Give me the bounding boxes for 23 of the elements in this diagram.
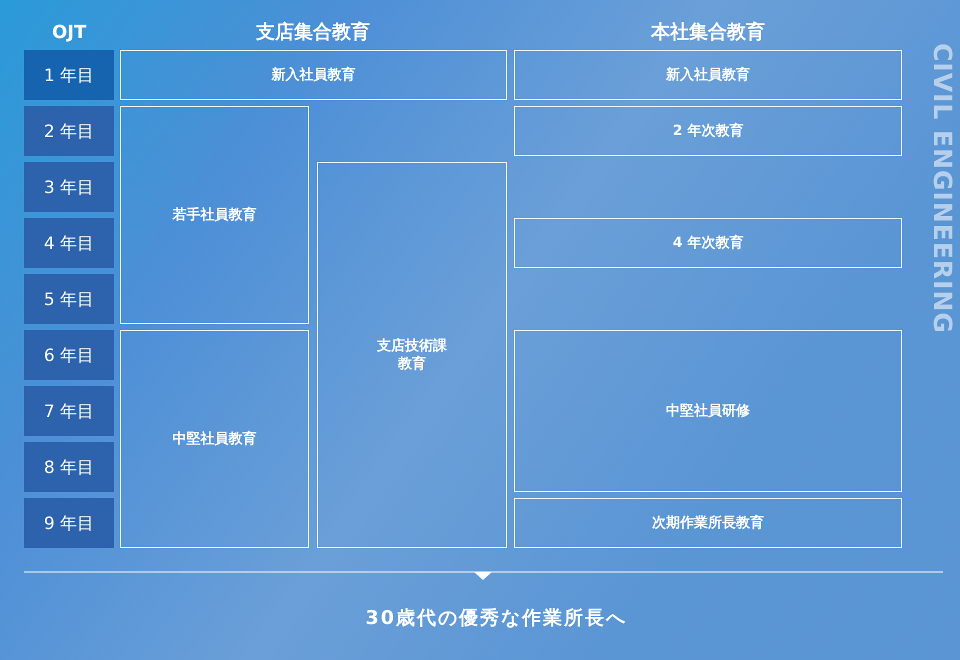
course-box: 中堅社員研修 — [514, 330, 902, 492]
year-box: 6 年目 — [24, 330, 114, 380]
year-box: 7 年目 — [24, 386, 114, 436]
goal-text: 30歳代の優秀な作業所長へ — [366, 606, 627, 631]
year-box: 8 年目 — [24, 442, 114, 492]
course-box: 次期作業所長教育 — [514, 498, 902, 548]
course-box: 新入社員教育 — [514, 50, 902, 100]
year-box: 3 年目 — [24, 162, 114, 212]
year-box: 1 年目 — [24, 50, 114, 100]
course-box: 支店技術課教育 — [317, 162, 507, 548]
year-box: 4 年目 — [24, 218, 114, 268]
year-box: 2 年目 — [24, 106, 114, 156]
course-box: 2 年次教育 — [514, 106, 902, 156]
course-box: 新入社員教育 — [120, 50, 507, 100]
course-box: 4 年次教育 — [514, 218, 902, 268]
course-box: 若手社員教育 — [120, 106, 309, 324]
column-heading: 本社集合教育 — [651, 20, 765, 45]
vertical-caption: CIVIL ENGINEERING — [927, 42, 956, 334]
column-heading: 支店集合教育 — [256, 20, 370, 45]
year-box: 9 年目 — [24, 498, 114, 548]
year-box: 5 年目 — [24, 274, 114, 324]
column-heading: OJT — [52, 22, 86, 42]
course-box: 中堅社員教育 — [120, 330, 309, 548]
